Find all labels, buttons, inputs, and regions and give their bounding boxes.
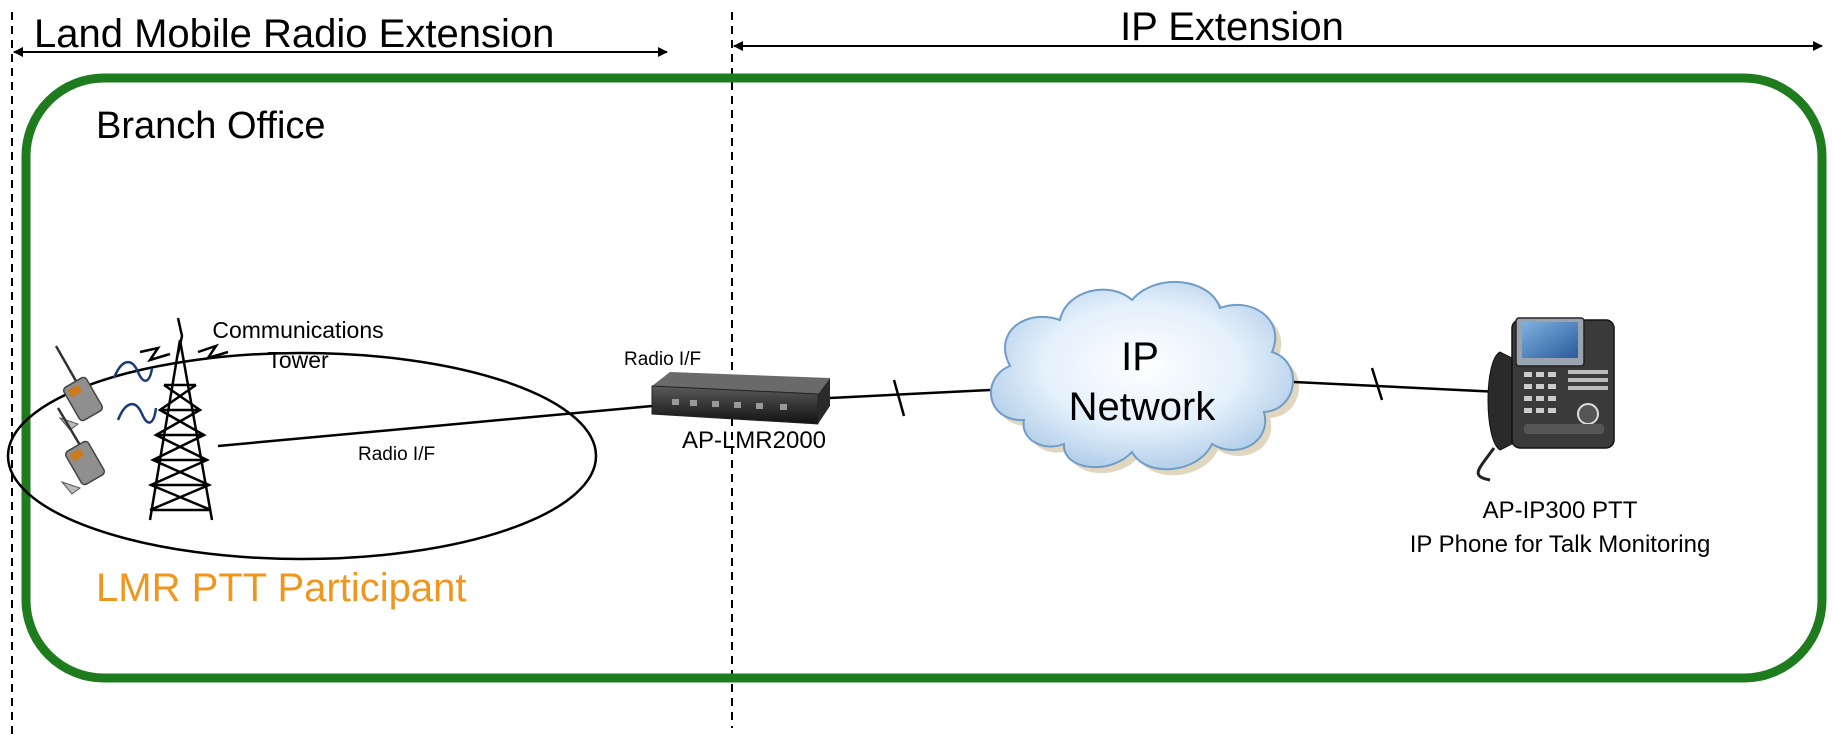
radio-link-line: [217, 404, 653, 448]
radio-wave-icon: [112, 361, 154, 382]
ip-phone-icon: [1476, 317, 1615, 482]
link-break-mark-2: [1370, 367, 1384, 401]
cloud-phone-link-line: [1293, 380, 1501, 394]
gateway-device-label: AP-LMR2000: [682, 427, 826, 454]
phone-label-line2: IP Phone for Talk Monitoring: [1410, 531, 1711, 558]
branch-office-title: Branch Office: [96, 105, 326, 147]
communications-tower-icon: [139, 317, 229, 521]
radio-wave-icon-2: [116, 403, 158, 424]
ip-network-label-line2: Network: [1069, 385, 1217, 429]
gateway-device-icon: [651, 372, 830, 425]
lmr-coverage-ellipse: [6, 351, 598, 561]
link-break-mark: [892, 379, 906, 417]
tower-label-line1: Communications: [212, 317, 383, 343]
ip-network-label-line1: IP: [1121, 335, 1159, 379]
radio-link-label: Radio I/F: [358, 444, 435, 465]
handheld-radio-icon-2: [56, 407, 106, 495]
lmr-participant-label: LMR PTT Participant: [96, 566, 467, 610]
gateway-interface-label: Radio I/F: [624, 349, 701, 370]
ip-network-cloud-icon: [990, 280, 1295, 471]
lmr-extension-label: Land Mobile Radio Extension: [34, 12, 554, 56]
branch-office-boundary: [21, 73, 1827, 683]
phone-label-line1: AP-IP300 PTT: [1483, 497, 1638, 524]
ip-extension-label: IP Extension: [1120, 5, 1344, 49]
tower-label-line2: Tower: [267, 347, 329, 373]
gateway-cloud-link-line: [829, 388, 991, 400]
